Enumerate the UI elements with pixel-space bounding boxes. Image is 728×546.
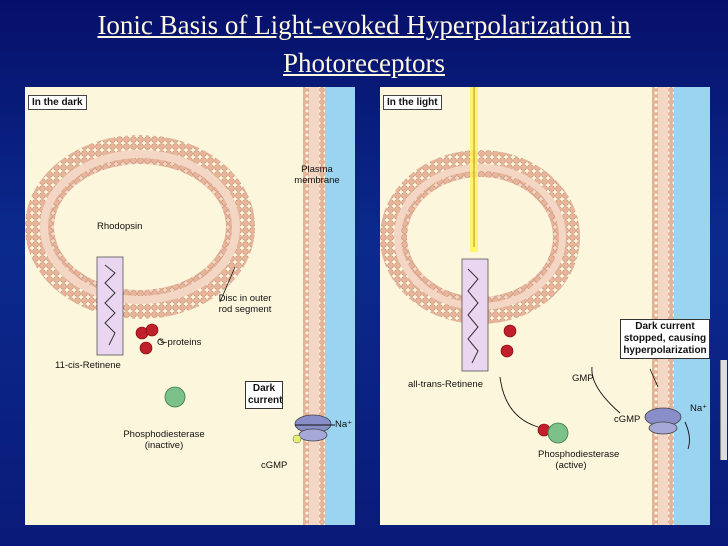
disc-pointer [219, 266, 236, 303]
membrane-core [658, 87, 668, 525]
membrane-core [309, 87, 319, 525]
disc-label: Disc in outer rod segment [218, 293, 272, 315]
na-blocked-arrow [684, 421, 690, 450]
title-line-2: Photoreceptors [283, 48, 445, 78]
extracellular-space [325, 87, 355, 525]
cgmp-label: cGMP [614, 414, 641, 425]
disc-lumen [407, 177, 553, 297]
cgmp-label: cGMP [261, 460, 288, 471]
dark-current-box: Dark current [245, 381, 283, 409]
na-label: Na⁺ [335, 419, 353, 430]
light-diagram [380, 87, 710, 525]
rhodopsin-label: Rhodopsin [97, 221, 143, 232]
g-protein-gamma [139, 341, 153, 355]
cgmp-to-gmp-arrow [591, 366, 621, 414]
plasma-membrane-label: Plasma membrane [294, 164, 340, 186]
na-label: Na⁺ [690, 403, 708, 414]
dark-diagram [25, 87, 355, 525]
stopped-current-box: Dark current stopped, causing hyperpolar… [620, 319, 710, 359]
activation-arrow [499, 376, 539, 428]
rhodopsin-box [96, 256, 124, 356]
ion-channel-lower [298, 428, 328, 442]
light-panel: In the light all-trans-Retinene Phosphod… [380, 87, 710, 525]
retinene-structure [104, 264, 116, 346]
g-protein-1 [503, 324, 517, 338]
pde-label: Phosphodiesterase (inactive) [123, 429, 205, 451]
g-protein-beta [145, 323, 159, 337]
dark-panel: In the dark Plasma membrane Rhodopsin Di… [25, 87, 355, 525]
trans-retinene-structure [467, 268, 479, 364]
rhodopsin-box [461, 258, 489, 372]
pde-sphere [164, 386, 186, 408]
light-tag: In the light [383, 95, 442, 110]
g-protein-2 [500, 344, 514, 358]
slide-title: Ionic Basis of Light-evoked Hyperpolariz… [0, 6, 728, 82]
title-line-1: Ionic Basis of Light-evoked Hyperpolariz… [97, 10, 631, 40]
gprotein-pointer [158, 338, 166, 344]
box-pointer [649, 368, 659, 388]
dark-tag: In the dark [28, 95, 87, 110]
frame-edge [720, 360, 727, 460]
ion-channel-lower [648, 421, 678, 435]
gmp-label: GMP [572, 373, 594, 384]
retinene-label: 11-cis-Retinene [55, 360, 121, 371]
trans-retinene-label: all-trans-Retinene [408, 379, 483, 390]
pde-active-label: Phosphodiesterase (active) [538, 449, 620, 471]
extracellular-space [674, 87, 710, 525]
g-proteins-label: G-proteins [157, 337, 202, 348]
pde-sphere [547, 422, 569, 444]
cgmp-dot [292, 434, 302, 444]
